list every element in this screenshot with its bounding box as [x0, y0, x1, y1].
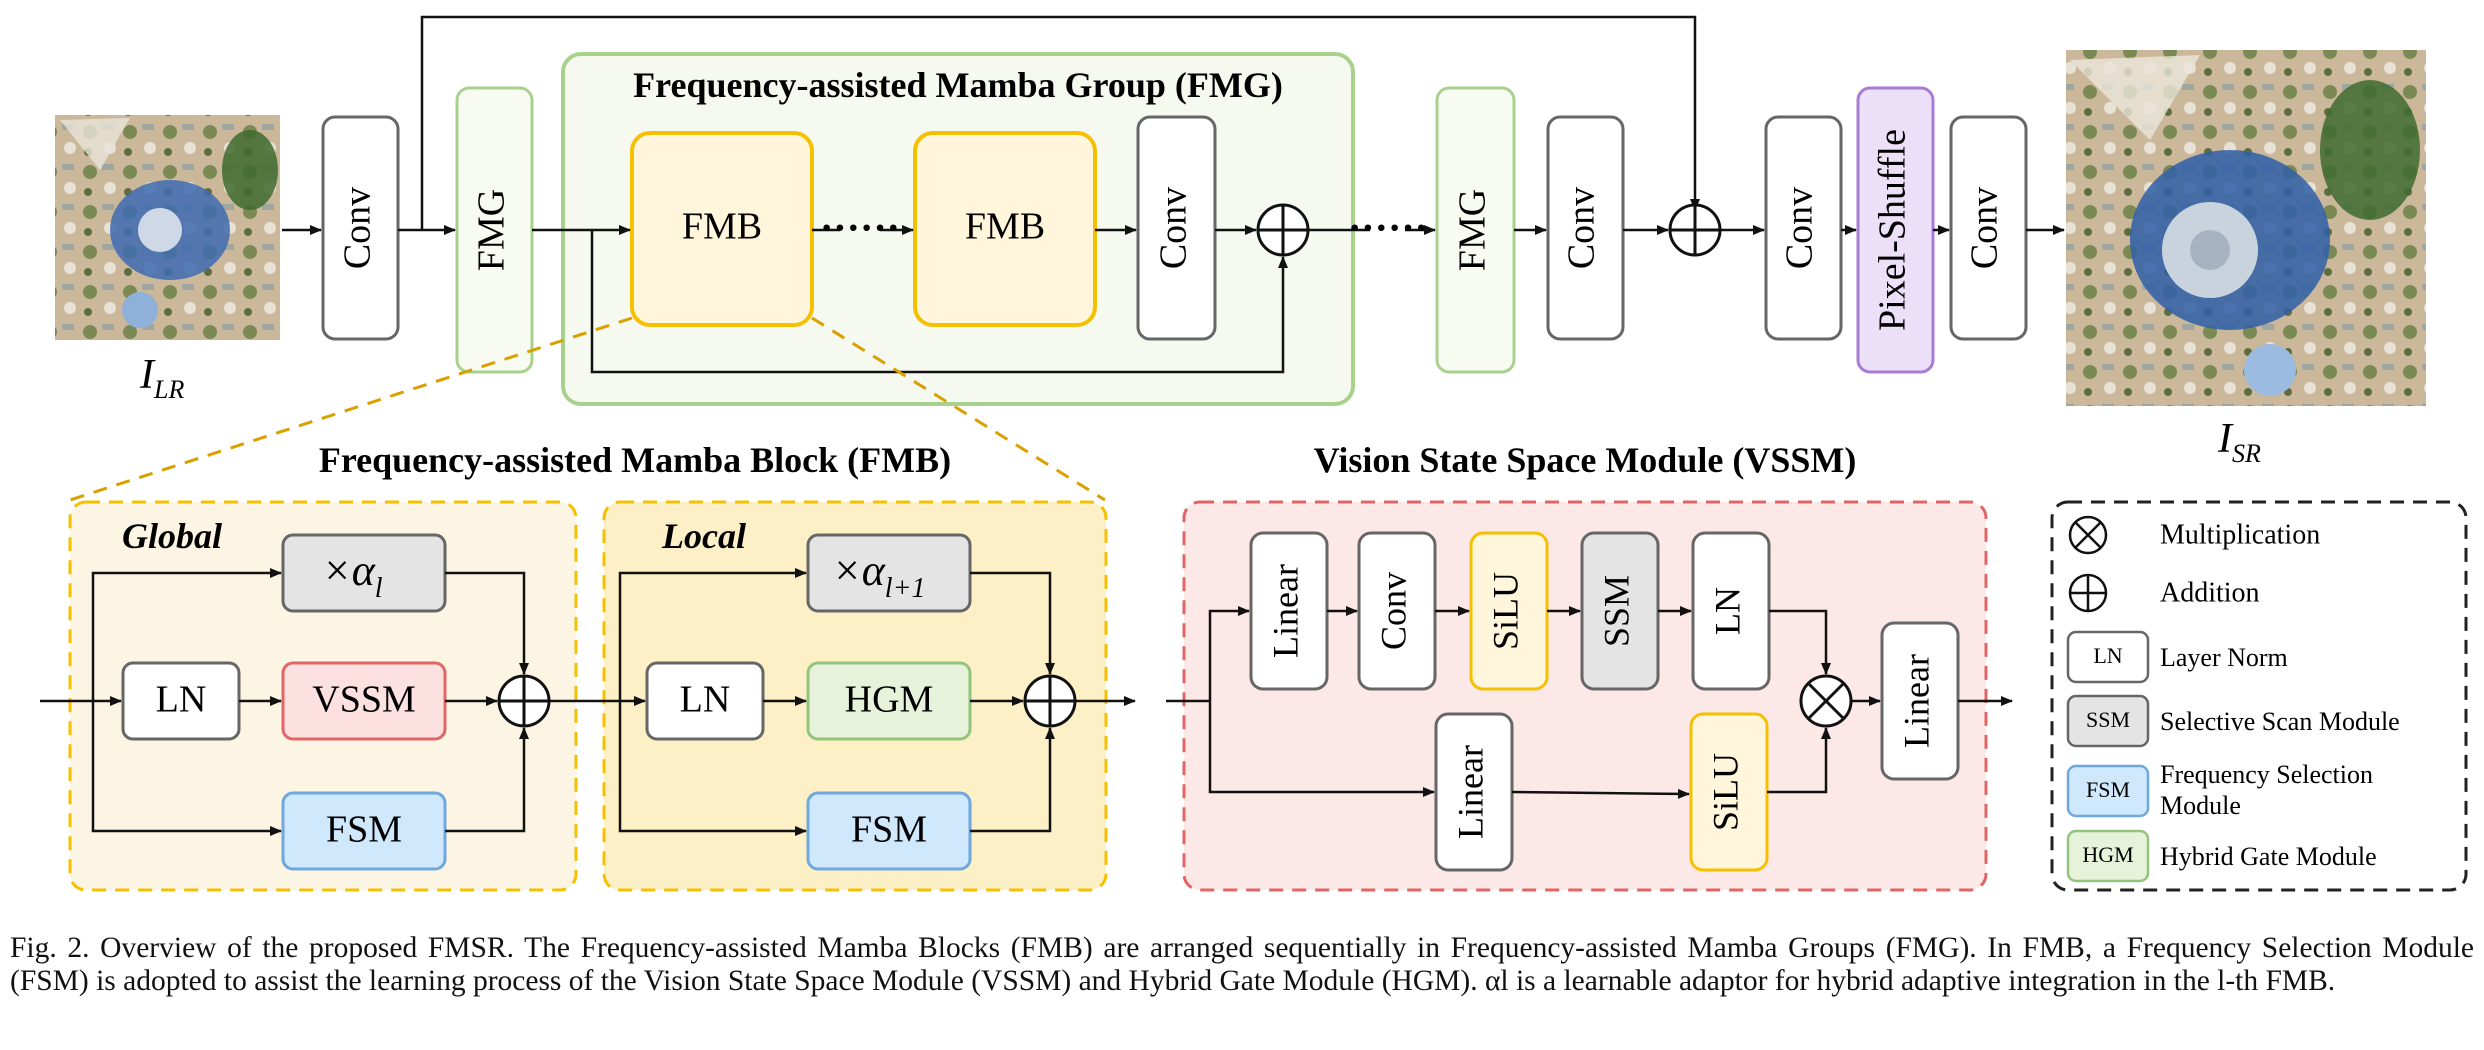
- legend-fsm-text-2: Module: [2160, 791, 2241, 820]
- legend-addition-label: Addition: [2160, 577, 2260, 608]
- legend-hgm-swatch: [2066, 829, 2150, 883]
- legend-ssm-text: Selective Scan Module: [2160, 707, 2400, 736]
- local-label: Local: [661, 516, 746, 556]
- legend-ssm-swatch: [2066, 694, 2150, 748]
- ln-label-global: LN: [156, 679, 207, 721]
- conv-box-1: [321, 115, 400, 341]
- global-skip-connection: [420, 15, 1700, 230]
- alpha-global-label: ×αl: [322, 546, 383, 604]
- output-label: ISR: [2217, 416, 2261, 468]
- vssm-ssm-label: SSM: [1596, 575, 1636, 647]
- fmsr-architecture-diagram: ILR ISR Frequency-assisted Mamba Group (…: [40, 15, 2468, 892]
- legend-multiplication-label: Multiplication: [2160, 519, 2320, 550]
- fmb-label-1: FMB: [682, 206, 762, 248]
- legend-fsm-swatch: [2066, 764, 2150, 818]
- legend-ln-swatch: [2066, 630, 2150, 684]
- fmg-label-2: FMG: [1452, 189, 1494, 271]
- vssm-linear-label-3: Linear: [1896, 654, 1936, 748]
- fmb-block-title: Frequency-assisted Mamba Block (FMB): [319, 440, 951, 480]
- vssm-silu-label-1: SiLU: [1485, 572, 1525, 650]
- vssm-conv-label: Conv: [1373, 572, 1413, 650]
- figure-caption: Fig. 2. Overview of the proposed FMSR. T…: [10, 932, 2474, 997]
- fmb-arrows: [40, 568, 1136, 836]
- addition-local-branch: [1023, 674, 1077, 728]
- dots-fmb: ······: [820, 205, 900, 250]
- vssm-multiplication: [1799, 674, 1853, 728]
- conv-label-3: Conv: [1561, 187, 1603, 269]
- addition-global-branch: [497, 674, 551, 728]
- fsm-label-local: FSM: [851, 809, 927, 851]
- fmb-label-2: FMB: [965, 206, 1045, 248]
- global-label: Global: [122, 516, 222, 556]
- top-pipeline-arrows: [282, 225, 2065, 374]
- legend-ln-text: Layer Norm: [2160, 643, 2288, 672]
- conv-box-fmg: [1136, 115, 1217, 341]
- hgm-label: HGM: [845, 679, 934, 721]
- fmg-label-1: FMG: [471, 189, 513, 271]
- zoom-line-left: [69, 316, 633, 502]
- dots-fmg: ······: [1348, 205, 1428, 250]
- conv-label-fmg: Conv: [1153, 187, 1195, 269]
- vssm-arrows: [1166, 606, 2013, 799]
- vssm-linear-label-1: Linear: [1265, 564, 1305, 658]
- vssm-ln-label: LN: [1707, 587, 1747, 635]
- vssm-label: VSSM: [312, 679, 416, 721]
- legend-panel: [2050, 500, 2468, 892]
- conv-box-4: [1764, 115, 1843, 341]
- conv-label-4: Conv: [1779, 187, 1821, 269]
- legend-hgm-abbr: HGM: [2082, 842, 2133, 867]
- ln-label-local: LN: [680, 679, 731, 721]
- input-label: ILR: [139, 352, 184, 404]
- fsm-label-global: FSM: [326, 809, 402, 851]
- zoom-line-right: [811, 316, 1106, 502]
- output-image: [2066, 50, 2426, 406]
- pixel-shuffle-label: Pixel-Shuffle: [1872, 129, 1914, 331]
- addition-fmg: [1256, 203, 1310, 257]
- legend-ssm-abbr: SSM: [2086, 707, 2130, 732]
- legend-addition-icon: [2068, 573, 2108, 613]
- conv-label-1: Conv: [337, 187, 379, 269]
- legend-multiplication-icon: [2068, 515, 2108, 555]
- legend-hgm-text: Hybrid Gate Module: [2160, 842, 2377, 871]
- input-image: [55, 115, 280, 340]
- vssm-silu-label-2: SiLU: [1705, 753, 1745, 831]
- legend-fsm-abbr: FSM: [2086, 777, 2130, 802]
- conv-box-5: [1949, 115, 2028, 341]
- alpha-local-label: ×αl+1: [832, 546, 925, 604]
- conv-box-3: [1546, 115, 1625, 341]
- conv-label-5: Conv: [1964, 187, 2006, 269]
- fmg-group-title: Frequency-assisted Mamba Group (FMG): [633, 65, 1283, 105]
- vssm-linear-label-2: Linear: [1450, 745, 1490, 839]
- addition-global: [1668, 203, 1722, 257]
- legend-fsm-text-1: Frequency Selection: [2160, 760, 2373, 789]
- legend-ln-abbr: LN: [2093, 643, 2122, 668]
- vssm-module-title: Vision State Space Module (VSSM): [1314, 440, 1857, 480]
